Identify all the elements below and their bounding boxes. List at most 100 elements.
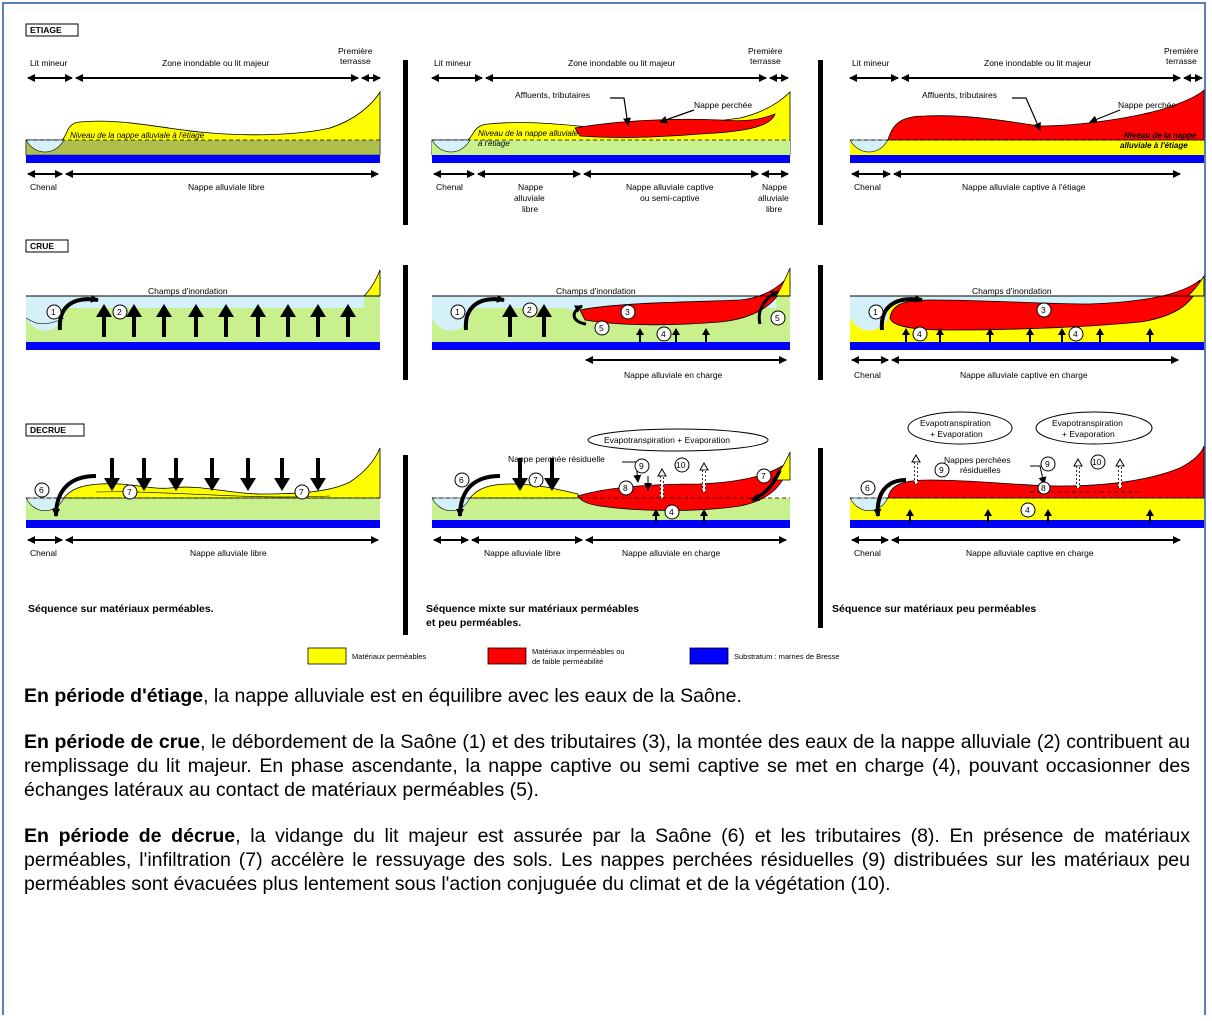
champs-label: Champs d'inondation (148, 286, 228, 296)
decrue-panel-1: 6 7 7 Chenal Nappe alluviale libre Séque… (25, 447, 381, 615)
marker-5: 5 (599, 323, 604, 333)
niveau-label-2: alluviale à l'étiage (1120, 141, 1188, 150)
paragraph-decrue-text: , la vidange du lit majeur est assurée p… (24, 825, 1190, 895)
nappe-perchee-residuelle-label: Nappe perchée résiduelle (508, 454, 605, 464)
nappe-label: alluviale (758, 193, 789, 203)
separator (818, 60, 823, 225)
etiage-tag-label: ETIAGE (30, 25, 62, 35)
nappe-perchee-label: Nappe perchée (694, 100, 752, 110)
legend-swatch-permeable (307, 647, 347, 665)
paragraph-crue-text: , le débordement de la Saône (1) et des … (24, 731, 1190, 801)
niveau-label: Niveau de la nappe alluviale (478, 129, 579, 138)
separator (818, 448, 823, 628)
chenal-label: Chenal (30, 548, 57, 558)
marker-8: 8 (623, 483, 628, 493)
terrasse-label: Première (338, 46, 373, 56)
marker-4: 4 (669, 507, 674, 517)
marker-9: 9 (1045, 459, 1050, 469)
evapo-label: Evapotranspiration (1052, 418, 1123, 428)
crue-panel-2: Champs d'inondation 1 2 3 4 5 5 Nappe al… (432, 267, 791, 380)
decrue-panel-3: Evapotranspiration + Evaporation Evapotr… (832, 411, 1205, 615)
lit-mineur-label: Lit mineur (30, 58, 67, 68)
separator (818, 265, 823, 380)
separator (403, 60, 408, 225)
niveau-label: Niveau de la nappe alluviale à l'étiage (70, 131, 205, 140)
etiage-tag (25, 23, 79, 37)
terrasse-label: Première (748, 46, 783, 56)
nappe-captive-label-2: ou semi-captive (640, 193, 700, 203)
zone-inondable-label: Zone inondable ou lit majeur (568, 58, 675, 68)
niveau-label-2: à l'étiage (478, 139, 510, 148)
marker-7: 7 (299, 487, 304, 497)
nappe-libre-label: Nappe alluviale libre (190, 548, 267, 558)
marker-1: 1 (51, 307, 56, 317)
zone-inondable-label: Zone inondable ou lit majeur (984, 58, 1091, 68)
affluents-label: Affluents, tributaires (922, 90, 997, 100)
nappe-captive-charge-label: Nappe alluviale captive en charge (960, 370, 1088, 380)
sequence-label-1: Séquence sur matériaux perméables. (28, 603, 214, 615)
marker-3: 3 (1041, 305, 1046, 315)
marker-10: 10 (1092, 457, 1102, 467)
terrasse-label-2: terrasse (1166, 56, 1197, 66)
marker-1: 1 (455, 307, 460, 317)
marker-6: 6 (459, 475, 464, 485)
paragraph-decrue: En période de décrue, la vidange du lit … (24, 824, 1190, 896)
chenal-label: Chenal (854, 370, 881, 380)
marker-2: 2 (527, 305, 532, 315)
marker-6: 6 (865, 483, 870, 493)
lit-mineur-label: Lit mineur (852, 58, 889, 68)
marker-7: 7 (127, 487, 132, 497)
marker-4: 4 (1025, 505, 1030, 515)
etiage-panel-3: Lit mineur Zone inondable ou lit majeur … (849, 46, 1205, 192)
nappe-captive-label: Nappe alluviale captive (626, 182, 714, 192)
nappe-perchee-label: Nappe perchée (1118, 100, 1176, 110)
chenal-label: Chenal (854, 548, 881, 558)
marker-9: 9 (939, 465, 944, 475)
legend: Matériaux perméables Matériaux imperméab… (307, 647, 839, 666)
decrue-tag (25, 423, 85, 437)
chenal-label: Chenal (436, 182, 463, 192)
paragraph-crue-lead: En période de crue (24, 731, 201, 753)
marker-1: 1 (873, 307, 878, 317)
decrue-tag-label: DECRUE (30, 425, 66, 435)
marker-8: 8 (1041, 483, 1046, 493)
marker-10: 10 (676, 460, 686, 470)
nappe-label: Nappe (762, 182, 787, 192)
marker-4: 4 (917, 329, 922, 339)
marker-5: 5 (775, 313, 780, 323)
explanation-text: En période d'étiage, la nappe alluviale … (24, 684, 1190, 918)
marker-4: 4 (1073, 329, 1078, 339)
separator (403, 265, 408, 380)
nappe-libre-label: Nappe alluviale libre (484, 548, 561, 558)
nappes-perchees-label-2: résiduelles (960, 465, 1001, 475)
sequence-label-2: Séquence mixte sur matériaux perméables (426, 603, 639, 615)
crue-panel-1: Champs d'inondation 1 2 (25, 269, 381, 350)
chenal-label: Chenal (30, 182, 57, 192)
paragraph-etiage-text: , la nappe alluviale est en équilibre av… (203, 685, 742, 707)
crue-panel-3: Champs d'inondation 1 3 4 4 Chenal Nappe… (850, 274, 1205, 380)
nappe-en-charge-label: Nappe alluviale en charge (624, 370, 723, 380)
marker-9: 9 (639, 461, 644, 471)
champs-label: Champs d'inondation (972, 286, 1052, 296)
evapo-label: Evapotranspiration + Evaporation (604, 435, 730, 445)
sequence-label-2b: et peu perméables. (426, 617, 521, 629)
nappe-label: alluviale (514, 193, 545, 203)
nappe-captive-charge-label: Nappe alluviale captive en charge (966, 548, 1094, 558)
marker-7: 7 (761, 471, 766, 481)
legend-impermeable-label: Matériaux imperméables ou (532, 647, 625, 656)
alluvial-diagram: ETIAGE CRUE DECRUE Lit mineur Zone inond… (25, 23, 1205, 666)
separator (403, 455, 408, 635)
zone-inondable-label: Zone inondable ou lit majeur (162, 58, 269, 68)
nappe-label: libre (522, 204, 538, 214)
nappe-label: Nappe (518, 182, 543, 192)
chenal-label: Chenal (854, 182, 881, 192)
legend-impermeable-label-2: de faible perméabilité (532, 657, 603, 666)
affluents-label: Affluents, tributaires (515, 90, 590, 100)
terrasse-label: Première (1164, 46, 1199, 56)
evapo-label: Evapotranspiration (920, 418, 991, 428)
paragraph-crue: En période de crue, le débordement de la… (24, 730, 1190, 802)
legend-swatch-impermeable (487, 647, 527, 665)
marker-4: 4 (661, 329, 666, 339)
lit-mineur-label: Lit mineur (434, 58, 471, 68)
